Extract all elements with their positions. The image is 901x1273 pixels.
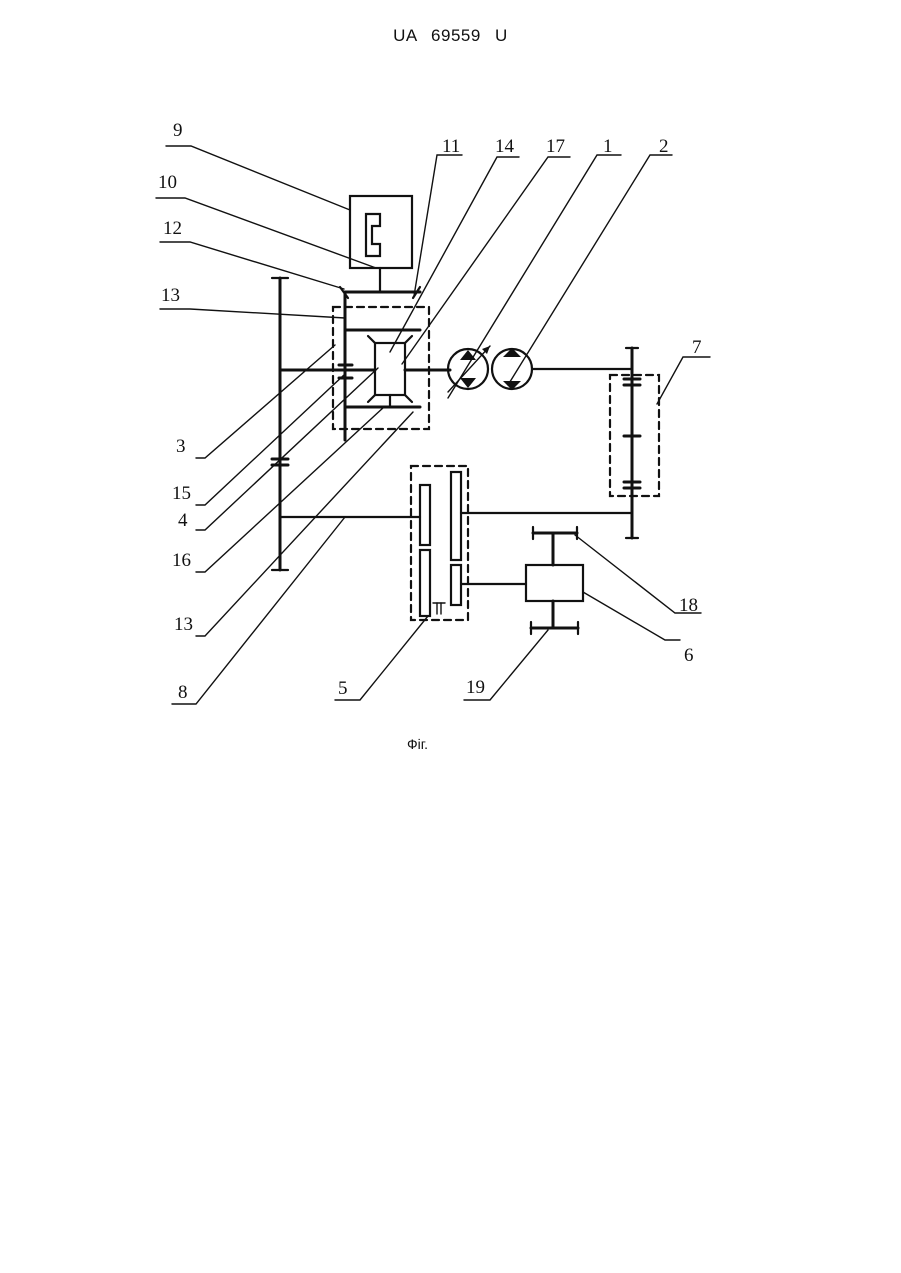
gearbox-gear-lower-left	[420, 550, 430, 616]
label-4: 4	[178, 510, 188, 531]
label-5: 5	[338, 678, 348, 699]
hydraulic-pump	[448, 346, 490, 392]
label-13-top: 13	[161, 285, 180, 306]
hydraulic-motor	[492, 348, 532, 390]
label-18: 18	[679, 595, 698, 616]
label-17: 17	[546, 136, 565, 157]
figure-caption: Фіг.	[407, 736, 428, 752]
label-14: 14	[495, 136, 515, 157]
label-9: 9	[173, 120, 183, 141]
label-16: 16	[172, 550, 191, 571]
final-drive	[526, 565, 583, 601]
label-7: 7	[692, 337, 702, 358]
gearbox-gear-lower-right	[451, 565, 461, 605]
label-8: 8	[178, 682, 188, 703]
label-1: 1	[603, 136, 613, 157]
label-19: 19	[466, 677, 485, 698]
label-11: 11	[442, 136, 460, 157]
label-3: 3	[176, 436, 186, 457]
label-6: 6	[684, 645, 694, 666]
gearbox-gear-upper-left	[420, 485, 430, 545]
label-2: 2	[659, 136, 669, 157]
label-12: 12	[163, 218, 182, 239]
label-15: 15	[172, 483, 191, 504]
engine-block	[350, 196, 412, 268]
label-13-bottom: 13	[174, 614, 193, 635]
gearbox-gear-upper-right	[451, 472, 461, 560]
label-10: 10	[158, 172, 177, 193]
